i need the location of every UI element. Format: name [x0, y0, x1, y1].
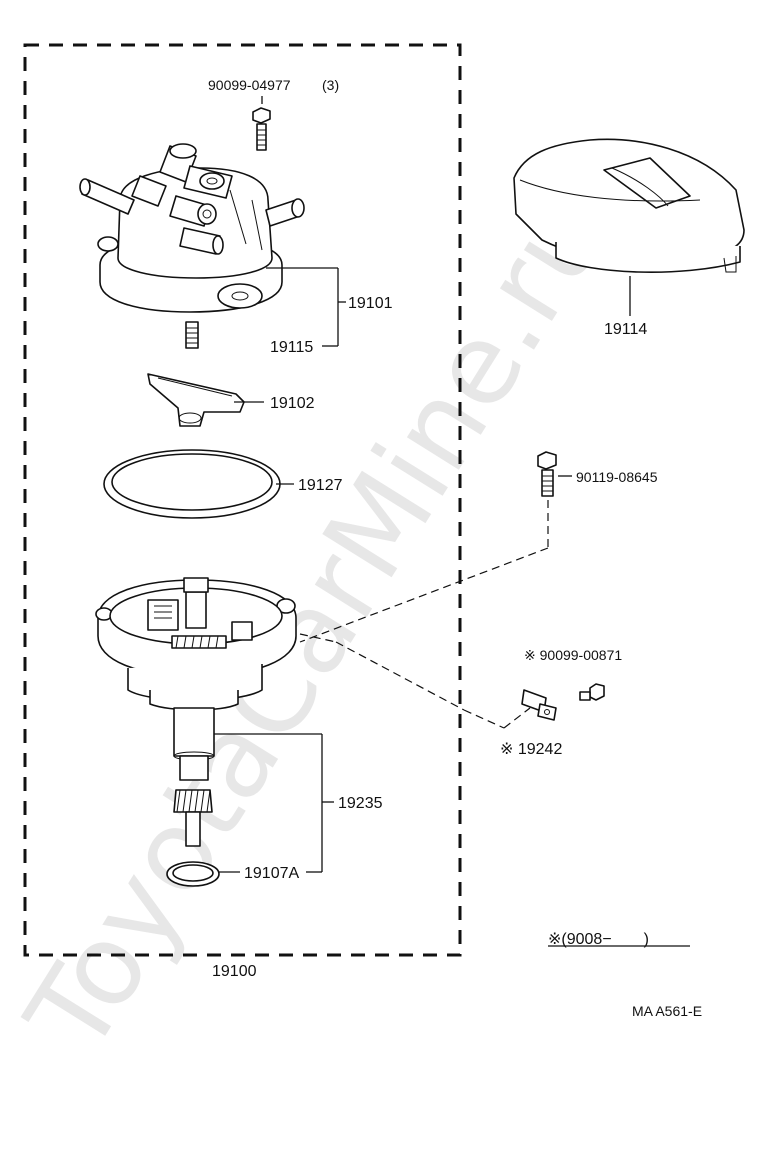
watermark-text: ToyotaCarMine.ru: [2, 176, 631, 1075]
part-number-clamp: ※ 19242: [500, 741, 562, 758]
small-oring-drawing: [166, 861, 220, 887]
part-number-rotor: 19102: [270, 395, 315, 412]
distributor-cap-drawing: [79, 143, 305, 313]
part-number-cap-bolt: 90099-04977: [208, 77, 291, 93]
part-qty-cap-bolt: (3): [322, 77, 339, 93]
production-note: ※(9008− ): [548, 931, 649, 948]
part-number-distributor-cap: 19101: [348, 295, 393, 312]
leader-lines: [214, 267, 690, 947]
cap-spring-drawing: [185, 321, 199, 349]
distributor-cover-drawing: [513, 138, 745, 273]
rotor-drawing: [147, 373, 245, 427]
part-number-clamp-screw: ※ 90099-00871: [524, 647, 622, 663]
part-number-housing-bolt: 90119-08645: [576, 469, 658, 485]
figure-code: MA A561-E: [632, 1003, 702, 1019]
part-number-housing: 19235: [338, 795, 383, 812]
assembly-frame: [23, 43, 462, 957]
part-number-large-oring: 19127: [298, 477, 343, 494]
clamp-screw-drawing: [579, 683, 605, 701]
part-number-cover: 19114: [604, 321, 647, 338]
part-number-cap-spring: 19115: [270, 339, 313, 356]
cap-bolt-drawing: [252, 96, 271, 151]
housing-bolt-drawing: [537, 451, 557, 497]
clamp-drawing: [521, 689, 557, 721]
assembly-number: 19100: [212, 963, 257, 980]
part-number-small-oring: 19107A: [244, 865, 299, 882]
large-oring-drawing: [103, 449, 281, 519]
distributor-housing-drawing: [95, 577, 297, 847]
